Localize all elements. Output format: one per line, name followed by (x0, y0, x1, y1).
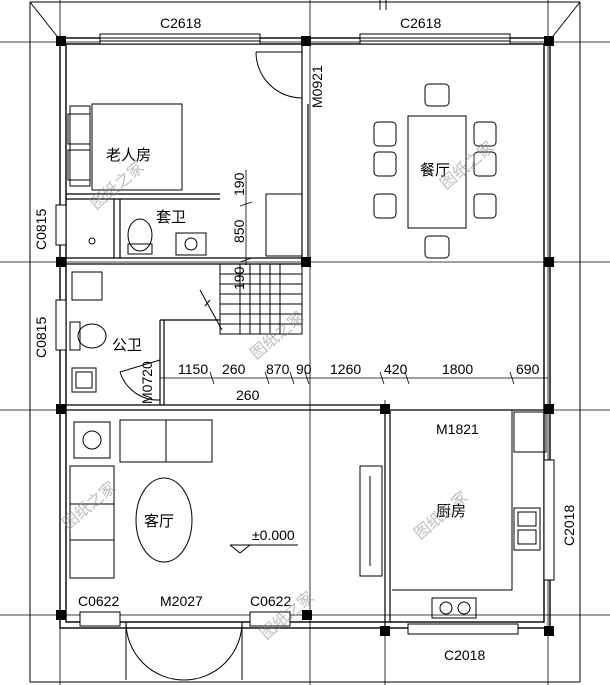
label-dim-90: 90 (296, 361, 312, 377)
columns (56, 36, 554, 636)
label-room-kitchen: 厨房 (436, 502, 466, 520)
label-level: ±0.000 (252, 527, 295, 543)
label-room-ensuite: 套卫 (156, 208, 186, 226)
label-dim-420: 420 (384, 361, 408, 377)
label-room-living: 客厅 (144, 512, 174, 530)
label-door-m0921: M0921 (309, 65, 325, 108)
door-m2027 (125, 621, 243, 681)
label-dim-260a: 260 (222, 361, 246, 377)
interior-walls (66, 44, 548, 628)
label-window-right: C2018 (561, 505, 577, 546)
exterior-walls (59, 37, 551, 629)
label-room-public-wc: 公卫 (112, 336, 142, 354)
public-wc-fixtures (69, 271, 107, 393)
watermarks: 图纸之家 图纸之家 图纸之家 图纸之家 图纸之家 图纸之家 (58, 137, 497, 643)
label-dim-850: 850 (231, 219, 247, 243)
label-window-top-left: C2618 (160, 15, 201, 31)
label-door-m1821: M1821 (436, 421, 479, 437)
dining-set (373, 83, 497, 259)
elder-room-bed (67, 103, 183, 191)
label-dim-190b: 190 (231, 266, 247, 290)
door-m0720 (119, 359, 161, 401)
roof-outline (29, 0, 581, 683)
label-dim-1800: 1800 (442, 361, 473, 377)
label-room-elder: 老人房 (106, 146, 151, 164)
label-dim-1150: 1150 (178, 361, 208, 377)
label-room-dining: 餐厅 (420, 161, 450, 179)
door-m0921 (255, 51, 303, 99)
ensuite-fixtures (88, 218, 207, 256)
window-top (99, 33, 511, 45)
label-window-bottom-b: C0622 (250, 593, 291, 609)
wardrobe (265, 193, 303, 257)
label-window-top-right: C2618 (400, 15, 441, 31)
label-dim-690: 690 (516, 361, 540, 377)
label-dim-260b: 260 (236, 387, 260, 403)
labels: C2618 C2618 M0921 老人房 餐厅 套卫 190 850 190 … (33, 15, 577, 663)
window-right (543, 459, 555, 581)
window-left (55, 204, 67, 351)
staircase (199, 263, 303, 335)
living-room-furniture (69, 419, 213, 579)
dimension-row (160, 170, 548, 385)
label-door-m0720: M0720 (139, 361, 155, 404)
label-window-left-a: C0815 (33, 209, 49, 250)
label-dim-190a: 190 (231, 172, 247, 196)
level-marker (229, 544, 298, 554)
label-window-bottom-a: C0622 (78, 593, 119, 609)
kitchen-fixtures (359, 410, 547, 619)
label-window-left-b: C0815 (33, 317, 49, 358)
label-dim-870: 870 (266, 361, 290, 377)
label-dim-1260: 1260 (330, 361, 361, 377)
watermark-1: 图纸之家 (86, 157, 147, 213)
label-window-bottom-c: C2018 (444, 647, 485, 663)
label-door-m2027: M2027 (160, 593, 203, 609)
bottom-openings (79, 611, 519, 635)
watermark-4: 图纸之家 (58, 477, 119, 533)
watermark-3: 图纸之家 (246, 307, 307, 363)
